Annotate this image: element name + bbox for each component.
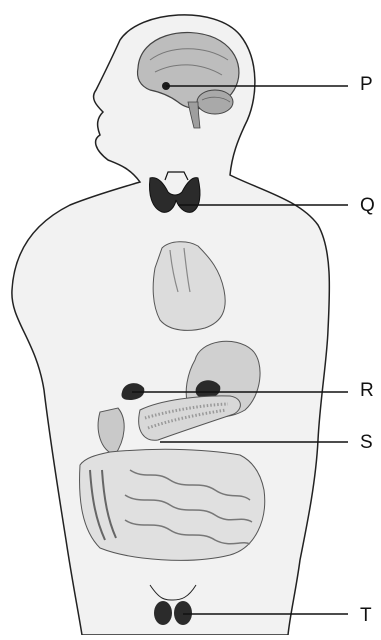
- intestines-icon: [80, 449, 265, 560]
- label-q: Q: [360, 196, 375, 215]
- label-s: S: [360, 433, 373, 452]
- label-t: T: [360, 606, 372, 625]
- label-r: R: [360, 381, 374, 400]
- label-p: P: [360, 75, 373, 94]
